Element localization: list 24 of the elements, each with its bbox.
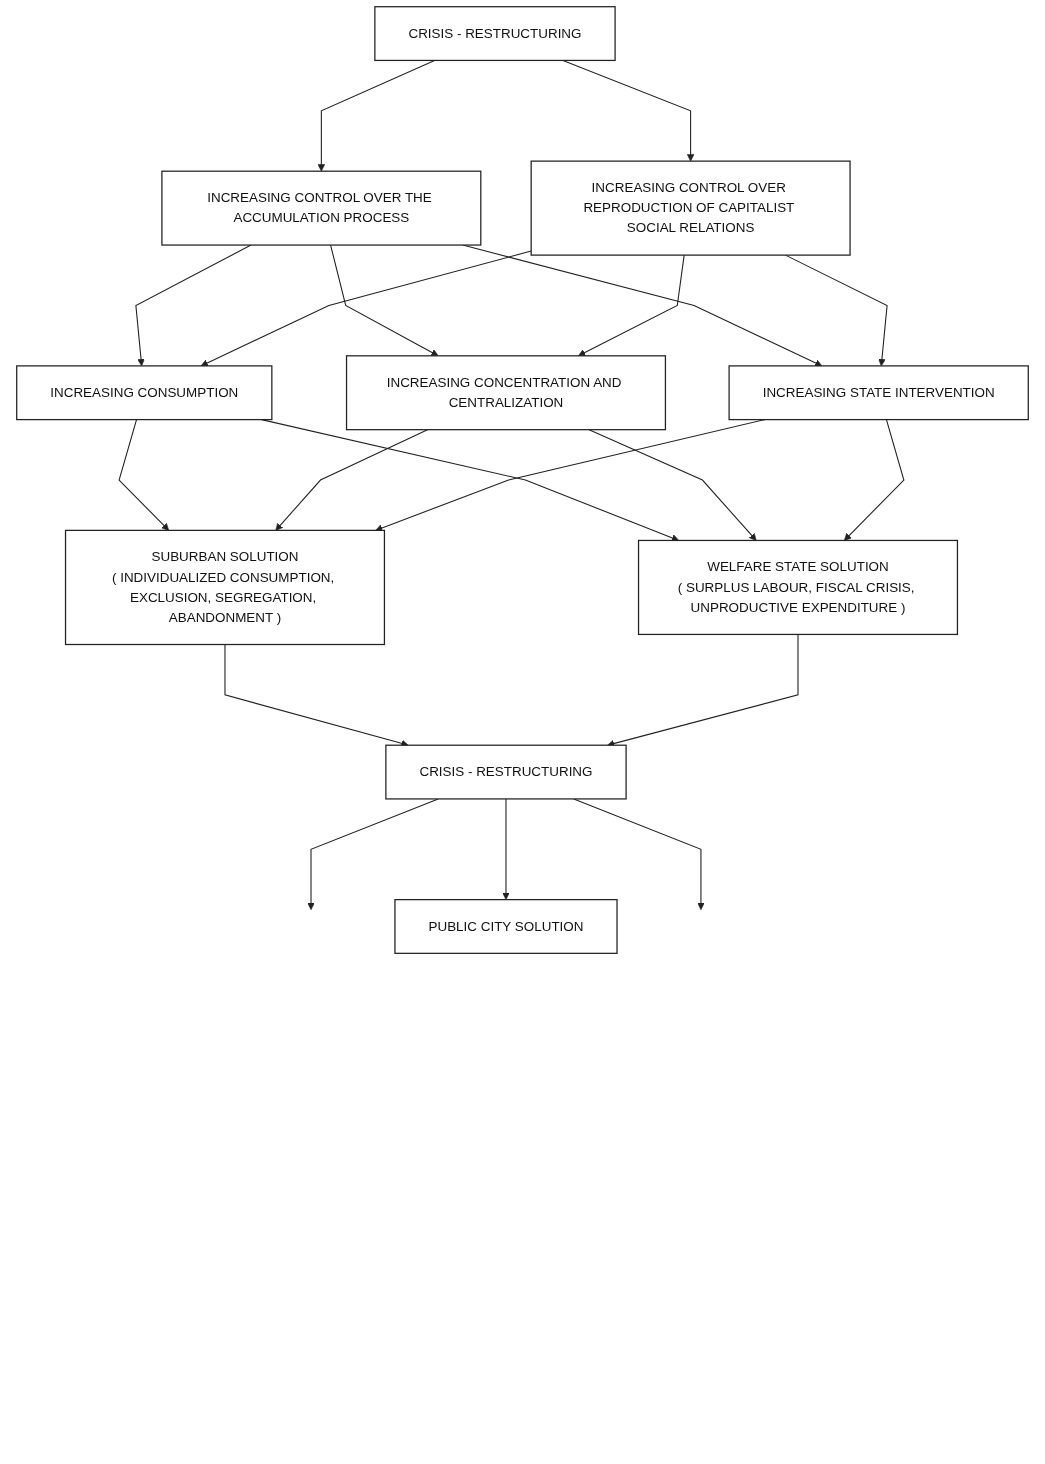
node-box: WELFARE STATE SOLUTION ( SURPLUS LABOUR, FISCAL CRISIS, UNPRODUCTIVE EXPENDITURE )	[637, 539, 959, 636]
arrow	[317, 59, 436, 172]
arrow	[330, 244, 439, 357]
node-box: PUBLIC CITY SOLUTION	[394, 899, 618, 954]
arrow	[224, 643, 409, 747]
arrow	[502, 798, 510, 900]
node-box: INCREASING STATE INTERVENTION	[728, 365, 1029, 421]
node-box: INCREASING CONSUMPTION	[16, 365, 273, 421]
node-box: SUBURBAN SOLUTION ( INDIVIDUALIZED CONSUMPTION, EXCLUSION, SEGREGATION, ABANDONMENT )	[64, 529, 386, 646]
arrow	[200, 250, 532, 367]
arrow	[118, 419, 170, 531]
node-box: INCREASING CONTROL OVER THE ACCUMULATION PROCESS	[161, 170, 482, 246]
node-box: CRISIS - RESTRUCTURING	[374, 6, 616, 62]
arrow	[275, 429, 429, 531]
node-box: INCREASING CONCENTRATION AND CENTRALIZATION	[345, 355, 667, 431]
arrow	[588, 429, 757, 541]
arrow	[578, 254, 685, 357]
node-box: INCREASING CONTROL OVER REPRODUCTION OF CAPITALIST SOCIAL RELATIONS	[530, 160, 851, 256]
arrow	[307, 798, 439, 911]
arrow	[135, 244, 252, 367]
arrow	[573, 798, 705, 911]
arrow	[562, 59, 695, 162]
arrow	[843, 419, 905, 541]
node-box: CRISIS - RESTRUCTURING	[385, 744, 627, 800]
